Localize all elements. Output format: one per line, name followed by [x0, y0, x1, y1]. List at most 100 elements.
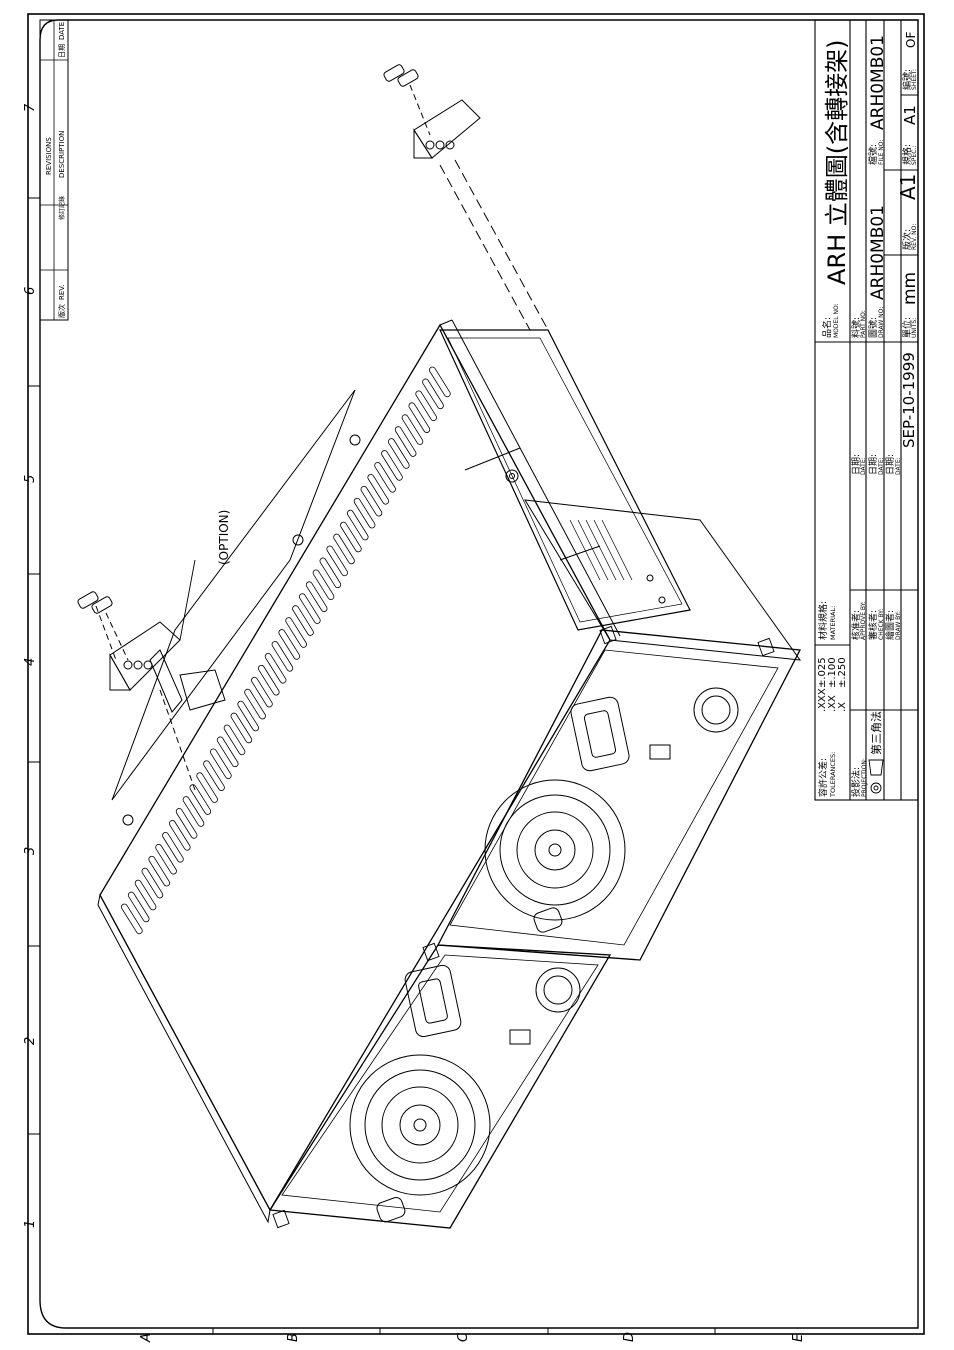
model-label: MODEL NO:: [833, 303, 840, 338]
rev-label: REV. NO:: [911, 224, 918, 250]
housing-side-wall: [524, 499, 802, 661]
vent-slot: [257, 664, 280, 696]
draw-date-label-cn: 日期:: [885, 454, 896, 475]
drawno-label: DRAW NO:: [878, 307, 885, 338]
vent-slot: [346, 509, 369, 541]
vent-slot: [121, 903, 143, 935]
material-label: MATERIAL:: [829, 606, 837, 640]
check-date-label: DATE:: [878, 457, 885, 475]
vent-slot: [127, 891, 150, 923]
vent-slot: [394, 426, 417, 457]
units-value: mm: [900, 272, 920, 305]
vent-slot: [134, 879, 157, 911]
vent-slot: [292, 605, 314, 636]
psu-module-rear-end: [439, 329, 691, 631]
front-panel-module-1: [436, 629, 802, 961]
tol-row-3-value: ±.250: [837, 657, 848, 688]
vent-slot: [422, 378, 444, 410]
zone-row-a: A: [139, 1333, 154, 1343]
description-col-header: DESCRIPTION: [58, 131, 66, 178]
fuse-holder-1-icon: [693, 687, 739, 733]
fan-guard-1-icon: [484, 779, 626, 921]
check-date-label-cn: 日期:: [868, 454, 879, 475]
drawing-frame: 7 6 5 4 3 2 1 A B C D E: [23, 13, 925, 1343]
vent-slot: [360, 485, 383, 517]
vent-slot: [196, 772, 218, 803]
rev-col-header: REV.: [58, 285, 66, 300]
zone-row-b: B: [286, 1333, 301, 1342]
revisions-table: 版次 REV. 修訂記錄 REVISIONS DESCRIPTION 日期 DA…: [39, 19, 69, 321]
draw-date-value: SEP-10-1999: [900, 352, 918, 448]
vent-slot: [367, 474, 390, 505]
approve-label-cn: 核准者:: [850, 610, 862, 640]
date-col-header: DATE: [58, 22, 66, 40]
front-panel-module-2: [268, 944, 612, 1229]
vent-slot: [168, 820, 191, 851]
mounting-bracket-left: [111, 389, 356, 801]
ac-inlet-2-icon: [404, 964, 462, 1038]
vent-slot: [408, 402, 431, 433]
part-label-cn: 料號:: [850, 317, 862, 338]
vent-slot: [298, 593, 321, 624]
spec-value: A1: [901, 105, 919, 125]
model-value: ARH 立體圖(含轉接架): [823, 40, 851, 286]
rev-col-header-cn: 版次: [57, 304, 66, 318]
option-bracket-right: [413, 99, 481, 159]
approve-label: APPROVE BY:: [860, 601, 867, 640]
check-label-cn: 審核者:: [867, 610, 879, 640]
isometric-assembly-view: [77, 64, 802, 1229]
units-label: UNITS:: [911, 318, 918, 338]
vent-slot: [353, 497, 376, 529]
zone-col-7: 7: [23, 103, 38, 112]
rev-label-cn: 版次:: [901, 229, 913, 250]
tol-row-2-value: ±.100: [827, 657, 838, 688]
tolerances-label: TOLERANCES:: [829, 752, 837, 798]
projection-method: 第三角法: [869, 711, 883, 755]
zone-col-5: 5: [23, 475, 38, 483]
sheet-label: SHEET:: [911, 69, 918, 90]
revisions-header: REVISIONS: [45, 137, 53, 175]
tol-row-1-key: .XXX: [817, 688, 828, 712]
fileno-label-cn: 檔號:: [867, 144, 879, 165]
screws-right-icon: [383, 64, 549, 331]
vent-slot: [387, 438, 410, 469]
vent-slot: [141, 867, 164, 899]
tolerances-label-cn: 容許公差:: [817, 758, 829, 797]
vent-slot: [203, 760, 225, 791]
vent-slot: [374, 462, 396, 493]
vent-slot: [326, 545, 349, 577]
vent-slot: [333, 533, 355, 565]
zone-row-c: C: [456, 1332, 471, 1342]
vent-slot: [429, 366, 451, 398]
vent-slot: [401, 414, 424, 445]
vent-slot: [237, 700, 260, 732]
vent-slot: [148, 855, 171, 887]
vent-slot: [319, 557, 342, 589]
vent-slot: [189, 784, 212, 815]
zone-col-1: 1: [23, 1220, 38, 1228]
sheet-label-cn: 編號:: [901, 69, 913, 90]
fileno-label: FILE NO:: [878, 140, 885, 165]
vent-slot: [278, 629, 301, 660]
vent-slot: [155, 843, 177, 875]
projection-label: PROJECTION:: [861, 758, 868, 797]
zone-col-2: 2: [23, 1037, 38, 1045]
vent-slot: [381, 450, 403, 481]
zone-row-e: E: [791, 1333, 806, 1342]
approve-date-label: DATE:: [860, 457, 867, 475]
part-label: PART NO:: [860, 310, 867, 338]
vent-slot: [340, 521, 362, 553]
material-label-cn: 材料規格:: [817, 601, 829, 640]
zone-col-6: 6: [23, 287, 38, 295]
ac-inlet-1-icon: [570, 696, 630, 772]
vent-slot: [305, 581, 328, 612]
drawno-label-cn: 圖號:: [867, 317, 879, 338]
zone-col-4: 4: [23, 658, 38, 666]
check-label: CHECK BY:: [878, 609, 885, 640]
fileno-value: ARH0MB01: [868, 35, 888, 130]
draw-label-cn: 繪圖者:: [884, 610, 896, 640]
drawno-value: ARH0MB01: [868, 205, 888, 300]
tol-row-1-value: ±.025: [817, 657, 828, 688]
vent-slot: [244, 688, 266, 720]
